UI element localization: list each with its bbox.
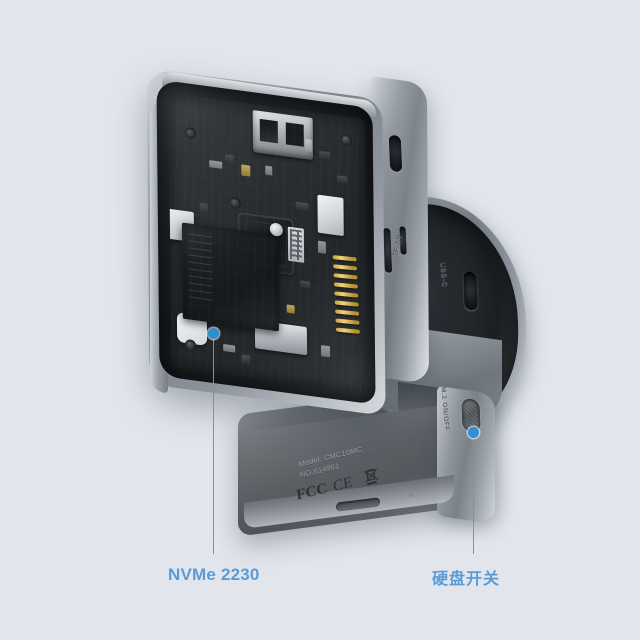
nvme-callout-dot xyxy=(208,328,219,339)
main-circuit-board xyxy=(168,92,368,394)
drive-switch-callout-line xyxy=(473,437,475,554)
smd-component xyxy=(286,304,295,314)
board-screw-hole xyxy=(340,133,352,147)
smd-component xyxy=(295,201,309,212)
nvme-callout-line xyxy=(213,338,215,554)
nvme-2230-ssd-module xyxy=(181,222,279,332)
usb-c-port[interactable] xyxy=(463,271,478,311)
tf-card-slot[interactable] xyxy=(399,226,407,255)
smd-component xyxy=(209,160,223,169)
pogo-pin-array xyxy=(332,255,363,342)
smd-component xyxy=(300,280,311,289)
board-screw-hole xyxy=(229,196,241,210)
smd-component xyxy=(337,175,348,184)
pd-port[interactable] xyxy=(388,134,403,173)
smd-component xyxy=(241,354,251,365)
drive-switch-callout-dot xyxy=(468,427,479,438)
smd-component xyxy=(199,202,208,214)
drive-switch-callout-label: 硬盘开关 xyxy=(432,571,501,588)
upper-shell-assembly: PD 100W SD 3.0 TF 3.0 xyxy=(146,68,430,416)
pin-header-block xyxy=(287,226,305,263)
usb-a-port[interactable] xyxy=(252,109,314,161)
white-component-pad xyxy=(176,311,208,346)
smd-component xyxy=(304,138,312,152)
white-connector-right xyxy=(317,194,344,237)
ssd-mounting-screw xyxy=(269,222,283,237)
main-controller-chip xyxy=(239,214,293,274)
smd-component xyxy=(317,240,327,254)
smd-component xyxy=(223,344,236,353)
smd-component xyxy=(225,154,235,165)
white-connector-left xyxy=(168,208,195,243)
smd-component xyxy=(320,345,331,358)
smd-component xyxy=(241,164,251,177)
nvme-callout-label: NVMe 2230 xyxy=(168,565,260,584)
sd-card-slot[interactable] xyxy=(383,227,393,273)
board-screw-hole xyxy=(185,338,197,352)
internal-card-reader xyxy=(254,320,308,356)
smd-component xyxy=(318,150,331,160)
board-screw-hole xyxy=(184,126,197,140)
smd-component xyxy=(265,165,273,176)
